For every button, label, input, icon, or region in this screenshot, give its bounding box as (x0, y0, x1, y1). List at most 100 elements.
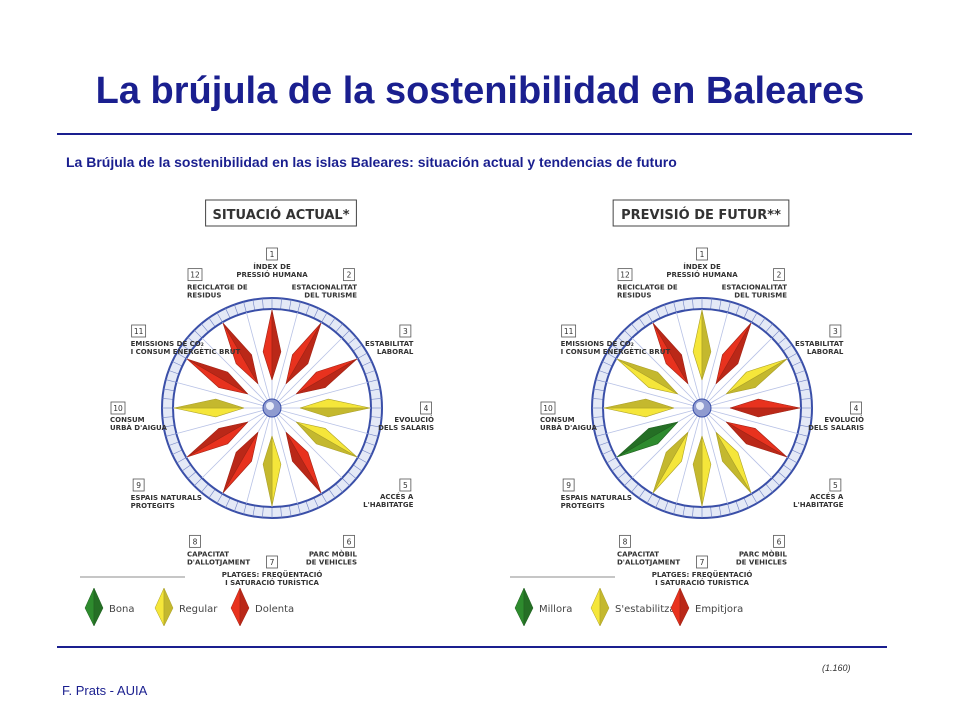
indicator-label: ÍNDEX DE (683, 262, 721, 271)
indicator-number-box (829, 478, 842, 492)
indicator-petal (652, 322, 689, 384)
indicator-number-box (343, 534, 355, 548)
ring-tick (172, 449, 183, 455)
indicator-number: 6 (777, 537, 782, 546)
indicator-petal (296, 421, 358, 458)
indicator-petal (173, 398, 245, 418)
indicator-number-box (187, 268, 203, 282)
ring-tick (602, 361, 613, 367)
ring-tick (176, 352, 187, 359)
ring-tick (361, 449, 372, 455)
ring-tick (297, 301, 301, 313)
ring-tick (673, 503, 677, 515)
compass-spoke (176, 407, 273, 435)
indicator-label: EVOLUCIÓ (394, 415, 434, 424)
indicator-label: URBÀ D'AIGUA (540, 423, 597, 432)
ring-tick (252, 299, 256, 311)
ring-tick (735, 500, 740, 512)
indicator-label: ESTABILITAT (795, 340, 844, 348)
ring-tick (194, 330, 203, 339)
indicator-label: D'ALLOTJAMENT (617, 558, 680, 566)
compass-spoke (631, 407, 703, 479)
indicator-label: PROTEGITS (561, 502, 605, 510)
ring-tick (172, 361, 183, 367)
indicator-label: EVOLUCIÓ (824, 415, 864, 424)
ring-tick (593, 424, 605, 428)
ring-tick (162, 416, 174, 418)
compass-spoke (701, 337, 773, 409)
ring-tick (208, 317, 216, 328)
legend-icon-green (514, 587, 534, 627)
ring-tick (611, 344, 622, 352)
indicator-number: 3 (403, 327, 408, 336)
ring-tick (710, 298, 712, 310)
indicator-label: PLATGES: FREQÜENTACIÓ (222, 570, 323, 579)
ring-tick (328, 317, 336, 328)
compass-heading-box (205, 199, 357, 227)
ring-tick (602, 449, 613, 455)
legend-icon-red (670, 587, 690, 627)
indicator-label: LABORAL (807, 348, 844, 356)
indicator-petal (186, 421, 248, 458)
legend-label: Regular (179, 604, 218, 615)
indicator-label: PROTEGITS (131, 502, 175, 510)
indicator-label: DELS SALARIS (378, 424, 434, 432)
compass-hub-highlight (696, 402, 704, 410)
ring-tick (187, 471, 197, 479)
indicator-label: PARC MÒBIL (309, 549, 358, 558)
indicator-petal (603, 398, 675, 418)
indicator-number: 11 (564, 327, 574, 336)
compass-spoke (701, 381, 798, 409)
indicator-number: 8 (193, 537, 198, 546)
indicator-label: I CONSUM ENERGÈTIC BRUT (561, 347, 671, 356)
indicator-petal (692, 435, 712, 507)
ring-tick (592, 398, 604, 400)
ring-tick (165, 379, 177, 383)
ring-tick (297, 503, 301, 515)
legend-icon-yellow (590, 587, 610, 627)
indicator-label: ESTACIONALITAT (292, 284, 358, 292)
indicator-number-box (266, 555, 278, 569)
indicator-number: 7 (270, 558, 275, 567)
ring-tick (187, 337, 197, 345)
ring-tick (262, 506, 264, 518)
ring-tick (624, 477, 633, 486)
ring-tick (799, 388, 811, 392)
ring-tick (234, 304, 239, 316)
compass-spoke (631, 337, 703, 409)
compass-heading-box (612, 199, 790, 227)
ring-tick (225, 497, 231, 508)
ring-tick (751, 312, 758, 323)
indicator-number-box (266, 247, 278, 261)
indicator-label: PRESSIÓ HUMANA (666, 270, 738, 279)
indicator-number-box (850, 401, 862, 415)
ring-tick (369, 424, 381, 428)
ring-tick (367, 379, 379, 383)
indicator-label: CAPACITAT (187, 550, 229, 558)
indicator-number: 1 (270, 250, 275, 259)
indicator-number: 5 (833, 481, 838, 490)
ring-tick (682, 505, 686, 517)
legend-label: Empitjora (695, 604, 743, 615)
indicator-number: 12 (620, 271, 630, 280)
indicator-label: PLATGES: FREQÜENTACIÓ (652, 570, 753, 579)
compass-spoke (271, 407, 299, 504)
ring-tick (243, 301, 247, 313)
ring-tick (758, 317, 766, 328)
page-title: La brújula de la sostenibilidad en Balea… (95, 70, 865, 112)
indicator-label: PARC MÒBIL (739, 549, 788, 558)
indicator-petal (652, 432, 689, 494)
indicator-petal (715, 432, 752, 494)
ring-tick (225, 308, 231, 319)
indicator-label: ACCÉS A (810, 492, 844, 501)
ring-tick (364, 370, 376, 375)
indicator-label: RECICLATGE DE (187, 284, 248, 292)
ring-tick (598, 441, 610, 446)
ring-tick (305, 500, 310, 512)
ring-tick (370, 398, 382, 400)
indicator-number-box (829, 324, 842, 338)
indicator-label: EMISSIONS DE CO₂ (131, 340, 204, 348)
